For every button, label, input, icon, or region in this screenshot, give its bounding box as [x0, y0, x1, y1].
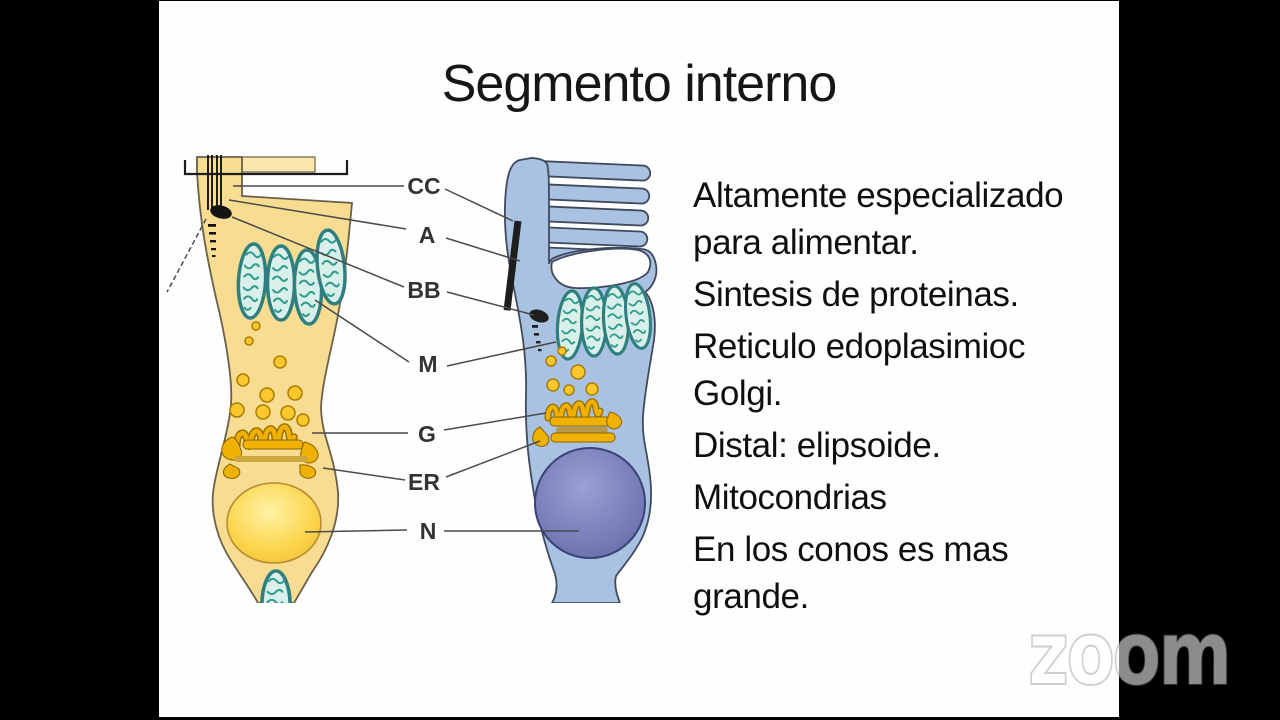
rod-cell-illustration — [183, 155, 353, 603]
label-n: N — [420, 518, 437, 544]
cone-ciliary-rootlet — [532, 325, 542, 352]
label-g: G — [418, 421, 436, 447]
label-bb: BB — [407, 277, 440, 303]
photoreceptor-diagram: CC A BB M G ER N — [166, 155, 658, 603]
rod-nucleus — [226, 482, 322, 564]
cone-vesicles — [545, 346, 599, 396]
rod-basal-body — [210, 205, 232, 219]
bullet-text: Altamente especializado para alimentar. — [693, 176, 1064, 262]
bullet-text: Distal: elipsoide. — [693, 426, 941, 465]
slide-body-text: Altamente especializado para alimentar. … — [693, 172, 1091, 625]
rod-golgi-er — [221, 423, 319, 479]
slide-title: Segmento interno — [441, 55, 838, 113]
cone-nucleus — [534, 447, 646, 559]
cone-cilium — [503, 220, 522, 311]
zoom-watermark-logo: zoom — [1027, 602, 1232, 705]
bullet-text: En los conos es mas grande. — [693, 530, 1009, 616]
leader-lines — [166, 185, 579, 533]
label-cc: CC — [407, 173, 440, 199]
bullet-text: Mitocondrias — [693, 478, 887, 517]
rod-vesicles — [229, 321, 310, 427]
diagram-labels: CC A BB M G ER N — [407, 173, 440, 544]
cone-notch — [550, 247, 652, 289]
cone-golgi-er — [532, 398, 623, 447]
label-m: M — [418, 351, 437, 377]
rod-ciliary-rootlet — [208, 224, 216, 257]
rod-cilium — [207, 155, 222, 210]
outer-segment-bracket — [183, 160, 349, 176]
bullet-text: Sintesis de proteinas. — [693, 275, 1019, 314]
label-er: ER — [408, 469, 440, 495]
bullet-text: Reticulo edoplasimioc Golgi. — [693, 327, 1026, 413]
cone-cell-illustration — [503, 157, 658, 603]
label-a: A — [419, 222, 436, 248]
cone-basal-body — [529, 309, 549, 323]
